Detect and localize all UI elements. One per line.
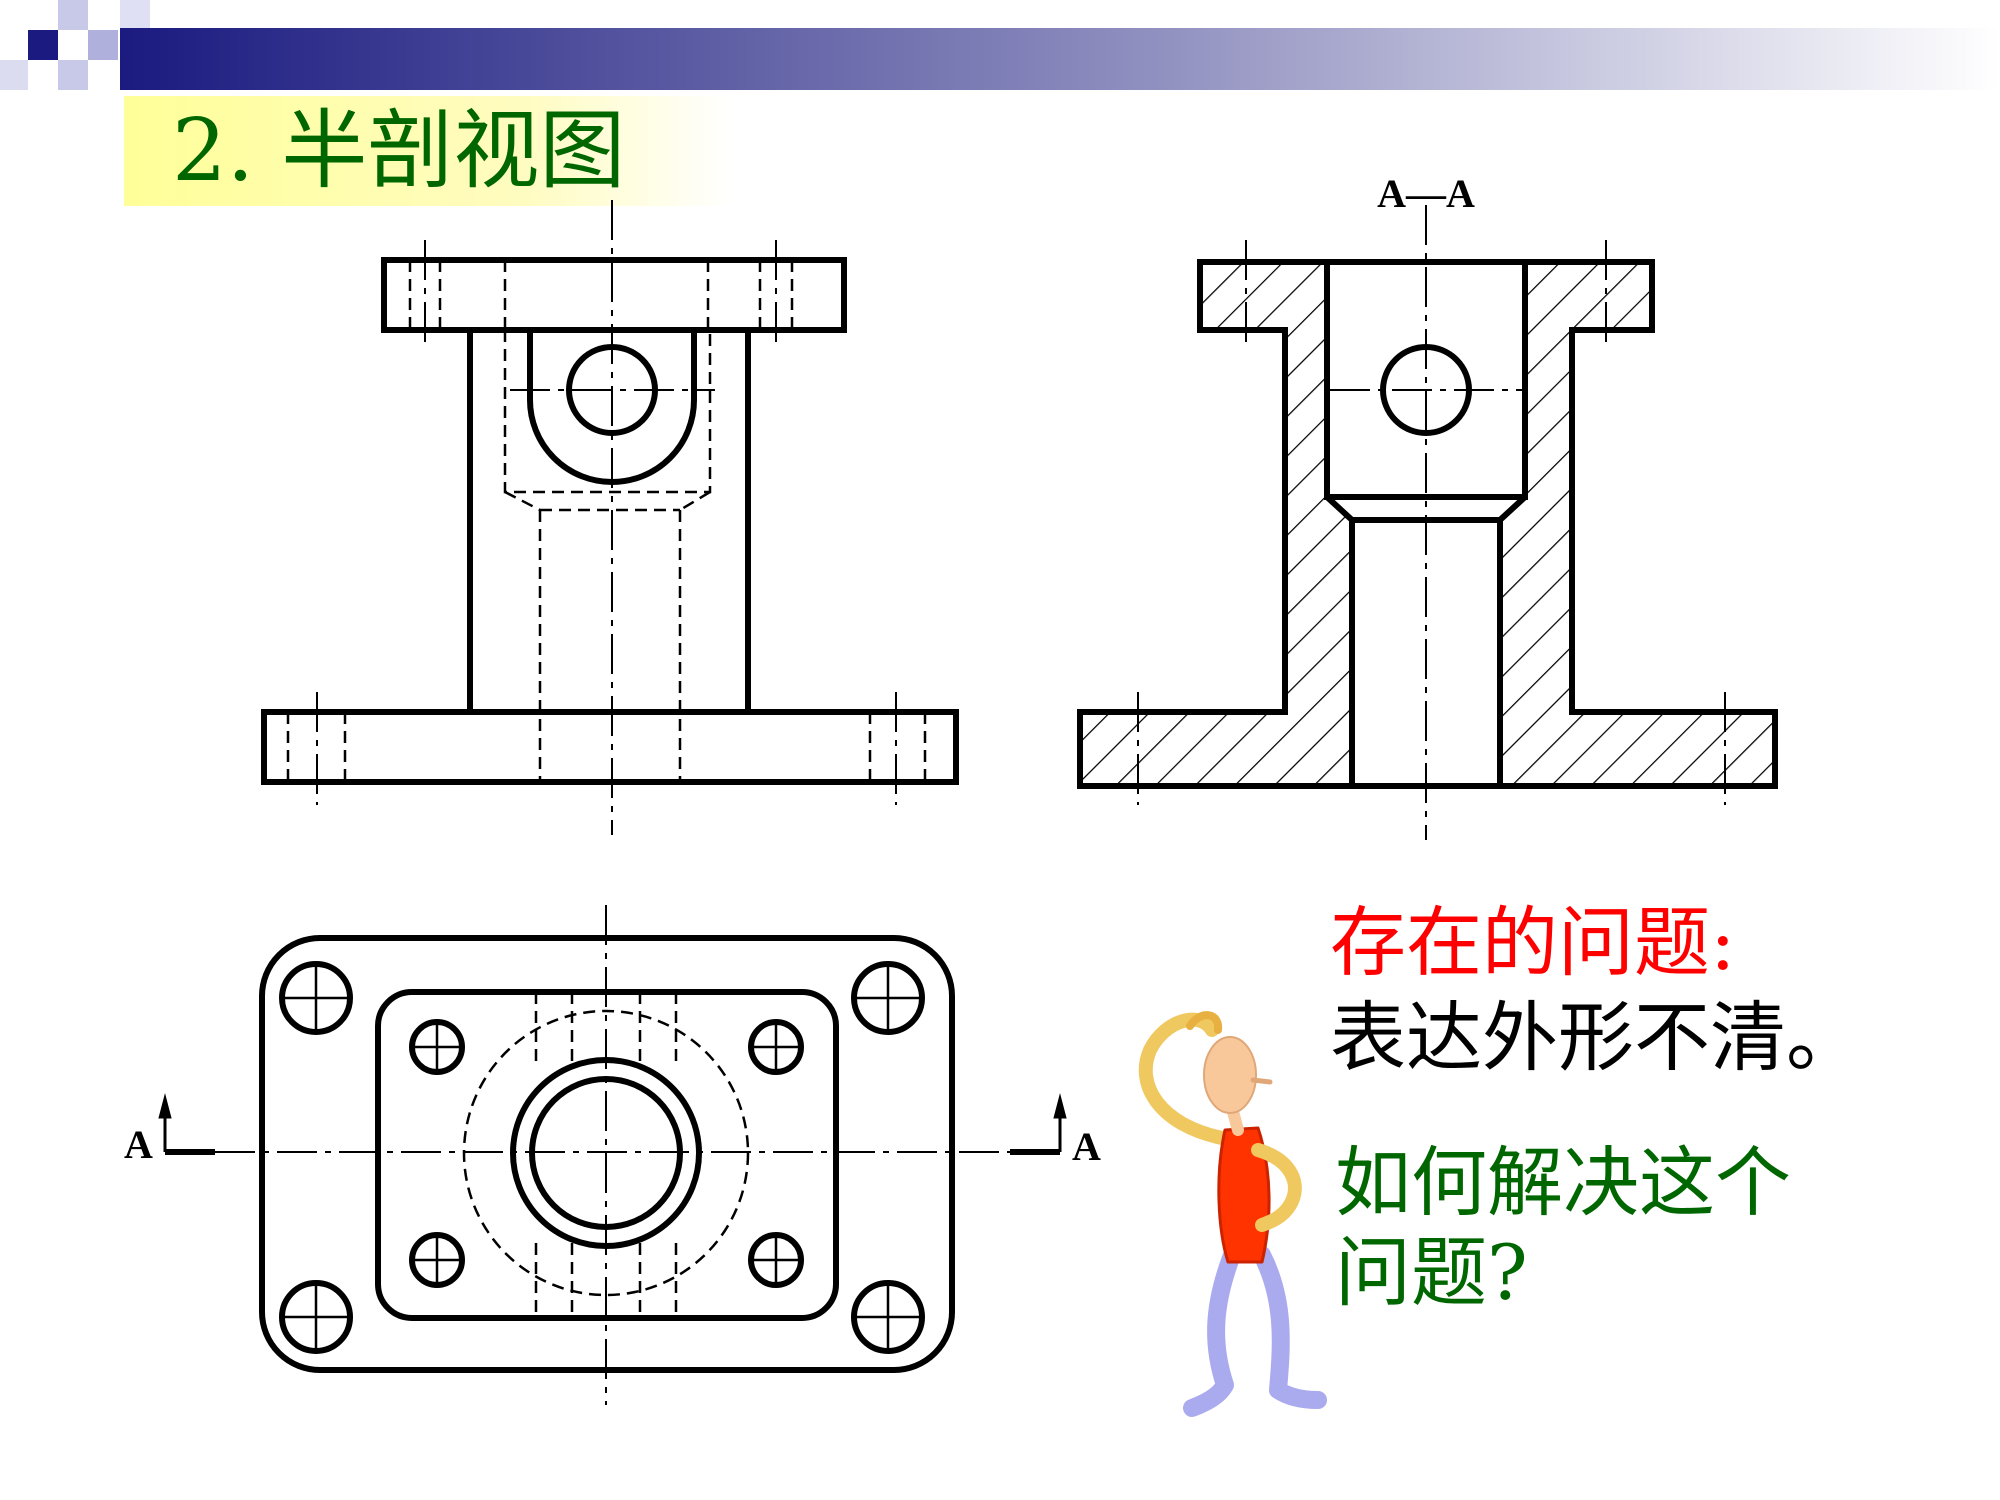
front-view [261, 200, 959, 835]
thinking-figure-illustration [1138, 1011, 1327, 1417]
top-view [158, 905, 1067, 1405]
title-highlight [124, 96, 734, 206]
slide-title: 2. 半剖视图 [172, 101, 626, 201]
question-line-2: 问题? [1335, 1228, 1528, 1317]
cut-label-right: A [1072, 1124, 1101, 1169]
section-view [1077, 205, 1778, 840]
section-label: A—A [1377, 171, 1475, 216]
cutting-plane-left [158, 1093, 215, 1155]
cutting-plane-right [1010, 1093, 1067, 1155]
header-bar [0, 0, 2000, 90]
cut-label-left: A [124, 1122, 153, 1167]
problem-heading: 存在的问题: [1330, 898, 1736, 987]
problem-text: 表达外形不清。 [1330, 993, 1862, 1082]
question-line-1: 如何解决这个 [1335, 1138, 1791, 1227]
